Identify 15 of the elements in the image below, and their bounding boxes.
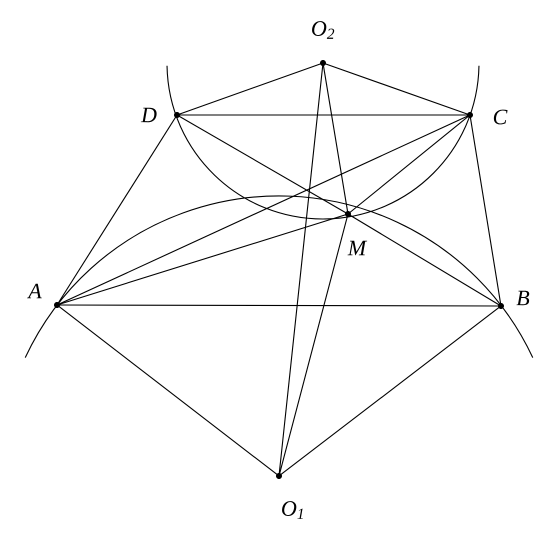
point-label: O$_{1}$	[282, 501, 303, 519]
line-segment	[56, 213, 348, 306]
point-label: O$_{2}$	[312, 21, 334, 39]
line-segment	[348, 214, 502, 306]
line-segment	[56, 114, 178, 306]
point-label: M	[348, 240, 368, 256]
line-segment	[278, 306, 502, 476]
line-segment	[278, 214, 349, 476]
point-label: B	[516, 290, 530, 306]
line-segment	[56, 304, 280, 476]
point-label: D	[140, 108, 157, 122]
point-label: C	[494, 110, 508, 124]
line-segment	[469, 114, 502, 306]
point-label: A	[27, 284, 42, 298]
line-segment	[57, 304, 501, 307]
